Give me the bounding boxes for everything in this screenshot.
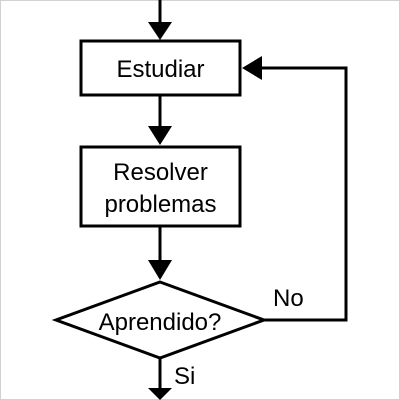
solve-node: Resolver problemas xyxy=(79,145,242,228)
study-node: Estudiar xyxy=(79,39,242,97)
no-edge-label: No xyxy=(273,285,304,312)
study-node-label: Estudiar xyxy=(116,56,204,83)
entry-arrow xyxy=(148,0,172,40)
solve-node-label-line1: Resolver xyxy=(113,159,208,186)
study-to-solve-arrow xyxy=(148,95,172,145)
yes-edge-label: Si xyxy=(174,363,195,390)
decision-node: Aprendido? xyxy=(51,280,269,360)
solve-to-decision-arrow xyxy=(148,226,172,280)
solve-node-label-line2: problemas xyxy=(104,191,216,218)
yes-exit-arrow xyxy=(148,358,172,400)
decision-node-label: Aprendido? xyxy=(99,309,222,336)
no-loop-arrow xyxy=(242,56,348,322)
